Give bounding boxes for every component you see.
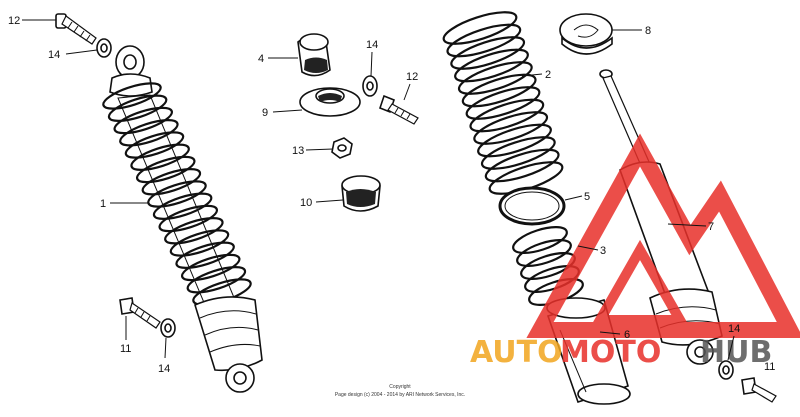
spring-coil [454, 48, 529, 83]
callout-8: 8 [645, 25, 651, 37]
callout-14-lower: 14 [158, 363, 170, 375]
callout-14: 14 [48, 49, 60, 61]
copyright-line-2: Page design (c) 2004 - 2014 by ARI Netwo… [335, 392, 465, 398]
washer-part-14 [96, 38, 112, 58]
callout-12-mid: 12 [406, 71, 418, 83]
washer-part-14-lower [160, 318, 176, 338]
spring-coil [130, 143, 190, 171]
callout-2: 2 [545, 69, 551, 81]
spring-coil [465, 86, 541, 120]
spring-coil [480, 136, 556, 170]
bolt-part-11-right [741, 377, 777, 403]
spring-coil [180, 253, 241, 282]
callout-11-right: 11 [764, 361, 775, 373]
bolt-part-12-mid [379, 94, 419, 125]
spring-coil [450, 36, 526, 70]
spring-coil [124, 131, 185, 159]
callout-13: 13 [292, 145, 304, 157]
spring-coil [107, 94, 168, 122]
leader-lines [22, 19, 735, 361]
callout-14-mid: 14 [366, 39, 378, 51]
spring-coil [469, 98, 545, 133]
bolt-part-12 [55, 13, 97, 45]
copyright-line-1: Copyright [389, 384, 411, 390]
spring-coil [141, 168, 202, 196]
spring-coil [152, 192, 213, 220]
spring-coil [135, 155, 196, 184]
callout-5: 5 [584, 191, 590, 203]
spring-coil [512, 226, 568, 254]
spring-coil [477, 123, 552, 158]
watermark-text-auto: AUTO [470, 335, 563, 370]
spring-coil [457, 61, 533, 95]
spring-coil [158, 204, 219, 233]
spring-coil [113, 106, 174, 135]
callout-14-right: 14 [728, 323, 740, 335]
spring-part-2 [442, 11, 564, 195]
spring-coil [461, 73, 537, 108]
washer-part-14-right [718, 360, 734, 380]
callout-11: 11 [120, 343, 131, 355]
spring-coil [175, 241, 235, 269]
spring-coil [442, 11, 518, 45]
nut-part-13 [331, 137, 353, 159]
spring-coil [119, 119, 179, 147]
ring-part-5 [498, 186, 566, 226]
spring-coil [446, 23, 522, 58]
callout-1: 1 [100, 198, 106, 210]
callout-12: 12 [8, 15, 20, 27]
callout-labels: 12 14 1 11 14 4 9 14 12 13 10 2 8 5 3 7 … [8, 15, 775, 375]
shock-absorber-assembly [102, 45, 263, 393]
bushing-part-4 [297, 33, 331, 77]
bolt-part-11 [119, 297, 161, 329]
callout-10: 10 [300, 197, 312, 209]
spring-coil [473, 111, 549, 145]
bushing-part-10 [341, 175, 381, 212]
spring-coil [169, 229, 230, 257]
spring-coil [102, 82, 162, 110]
callout-9: 9 [262, 107, 268, 119]
spring-coil [484, 148, 560, 183]
spring-coil [186, 266, 247, 294]
callout-6: 6 [624, 329, 630, 341]
cap-part-8 [559, 13, 613, 55]
watermark-text-hub: HUB [700, 335, 772, 370]
callout-7: 7 [708, 221, 714, 233]
copyright-notice: Copyright Page design (c) 2004 - 2014 by… [335, 384, 465, 398]
watermark-logo: AUTO MOTO HUB [470, 133, 800, 370]
spring-coil [147, 180, 207, 208]
callout-4: 4 [258, 53, 264, 65]
watermark-text-moto: MOTO [560, 335, 661, 370]
washer-part-14-mid [362, 75, 378, 97]
collar-part-9 [299, 87, 361, 117]
spring-coil [516, 239, 572, 267]
callout-3: 3 [600, 245, 606, 257]
spring-coil [164, 217, 224, 245]
